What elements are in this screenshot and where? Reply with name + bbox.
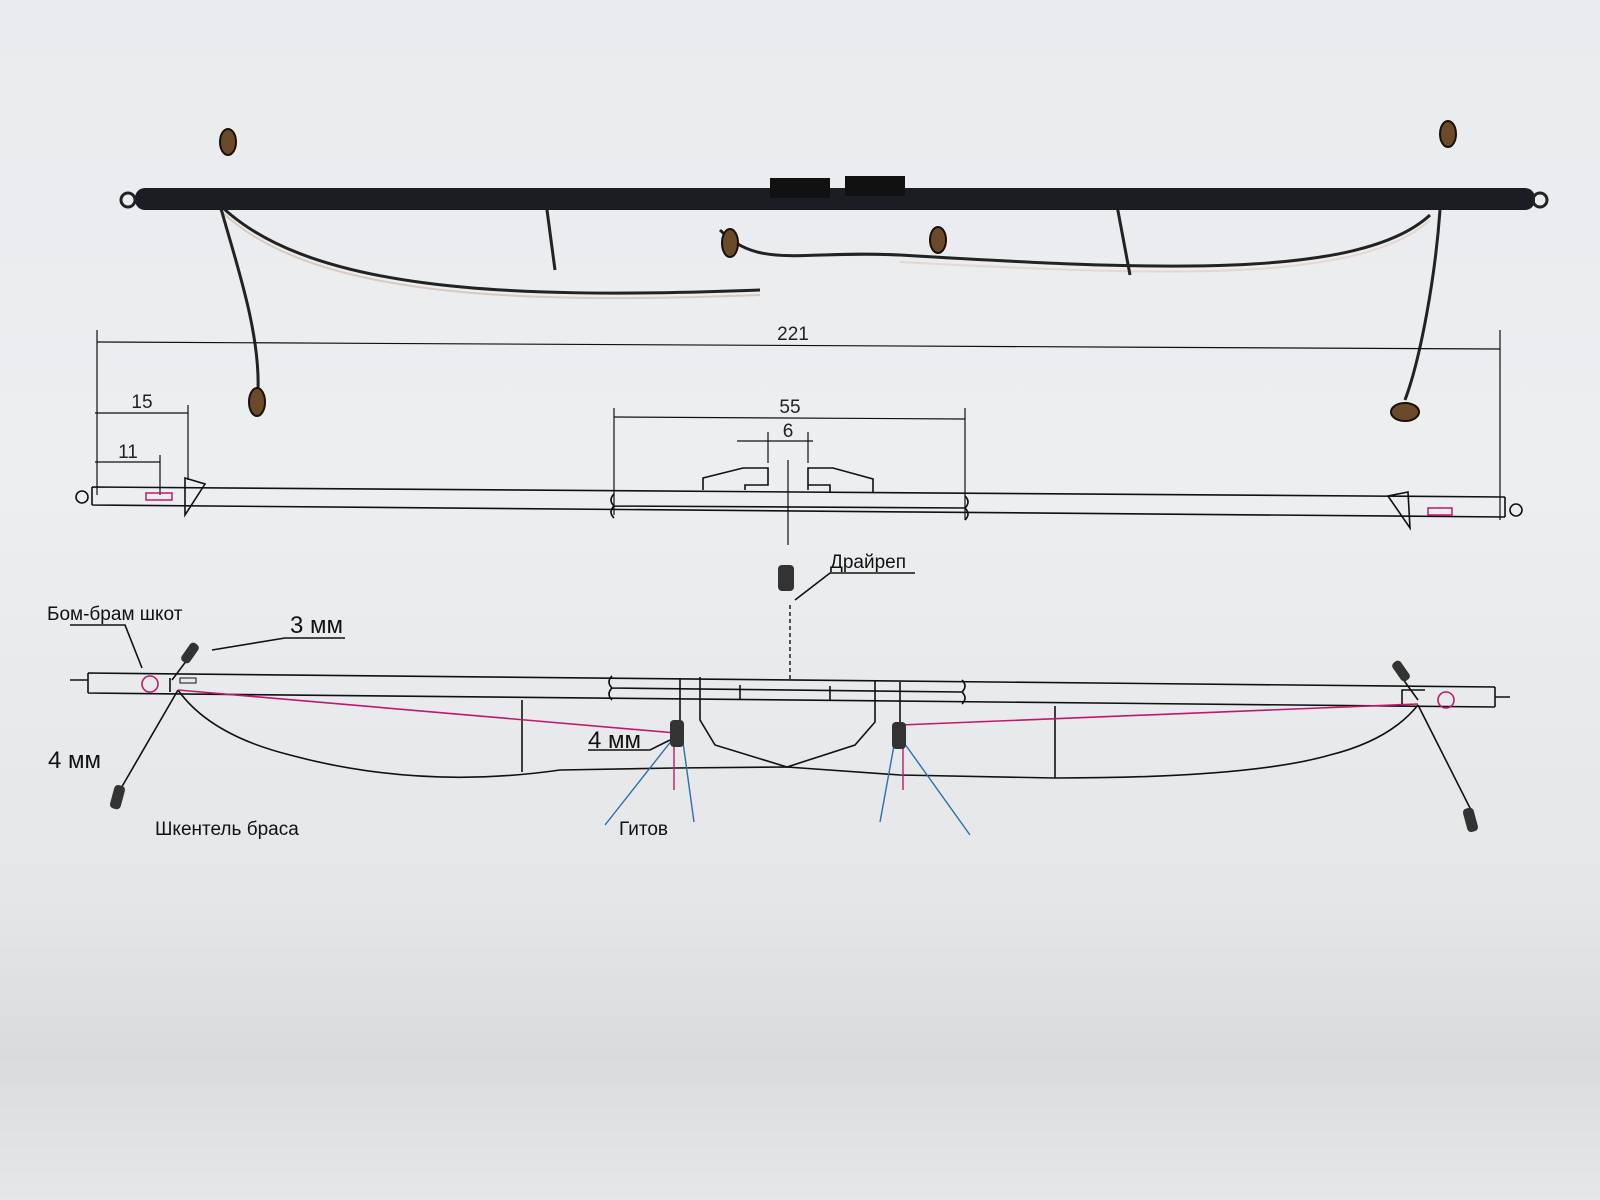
label-block-3mm: 3 мм	[290, 612, 343, 639]
block-icon	[892, 722, 906, 749]
block-icon	[670, 720, 684, 747]
dimension-overall: 221	[777, 324, 809, 345]
label-block-4mm-left: 4 мм	[48, 747, 101, 774]
dimension-inner-end: 11	[118, 442, 138, 463]
dimension-center-span: 55	[779, 397, 800, 418]
label-bom-bram-shkot: Бом-брам шкот	[47, 604, 183, 625]
rigging-drawing: Драйреп	[70, 552, 1510, 836]
dimension-center-gap: 6	[783, 421, 794, 442]
dimension-outer-end: 15	[131, 392, 152, 413]
yard-model-photo	[119, 120, 1549, 422]
block-icon	[109, 642, 1479, 832]
label-shkentel-brasa: Шкентель браса	[155, 819, 299, 840]
label-gitov: Гитов	[619, 819, 668, 840]
block-icon	[778, 565, 794, 591]
label-block-4mm-center: 4 мм	[588, 727, 641, 754]
dimension-drawing: 221 15 11 55 6	[75, 324, 1523, 545]
label-drayrep: Драйреп	[830, 552, 906, 573]
block-icon	[219, 120, 1457, 422]
